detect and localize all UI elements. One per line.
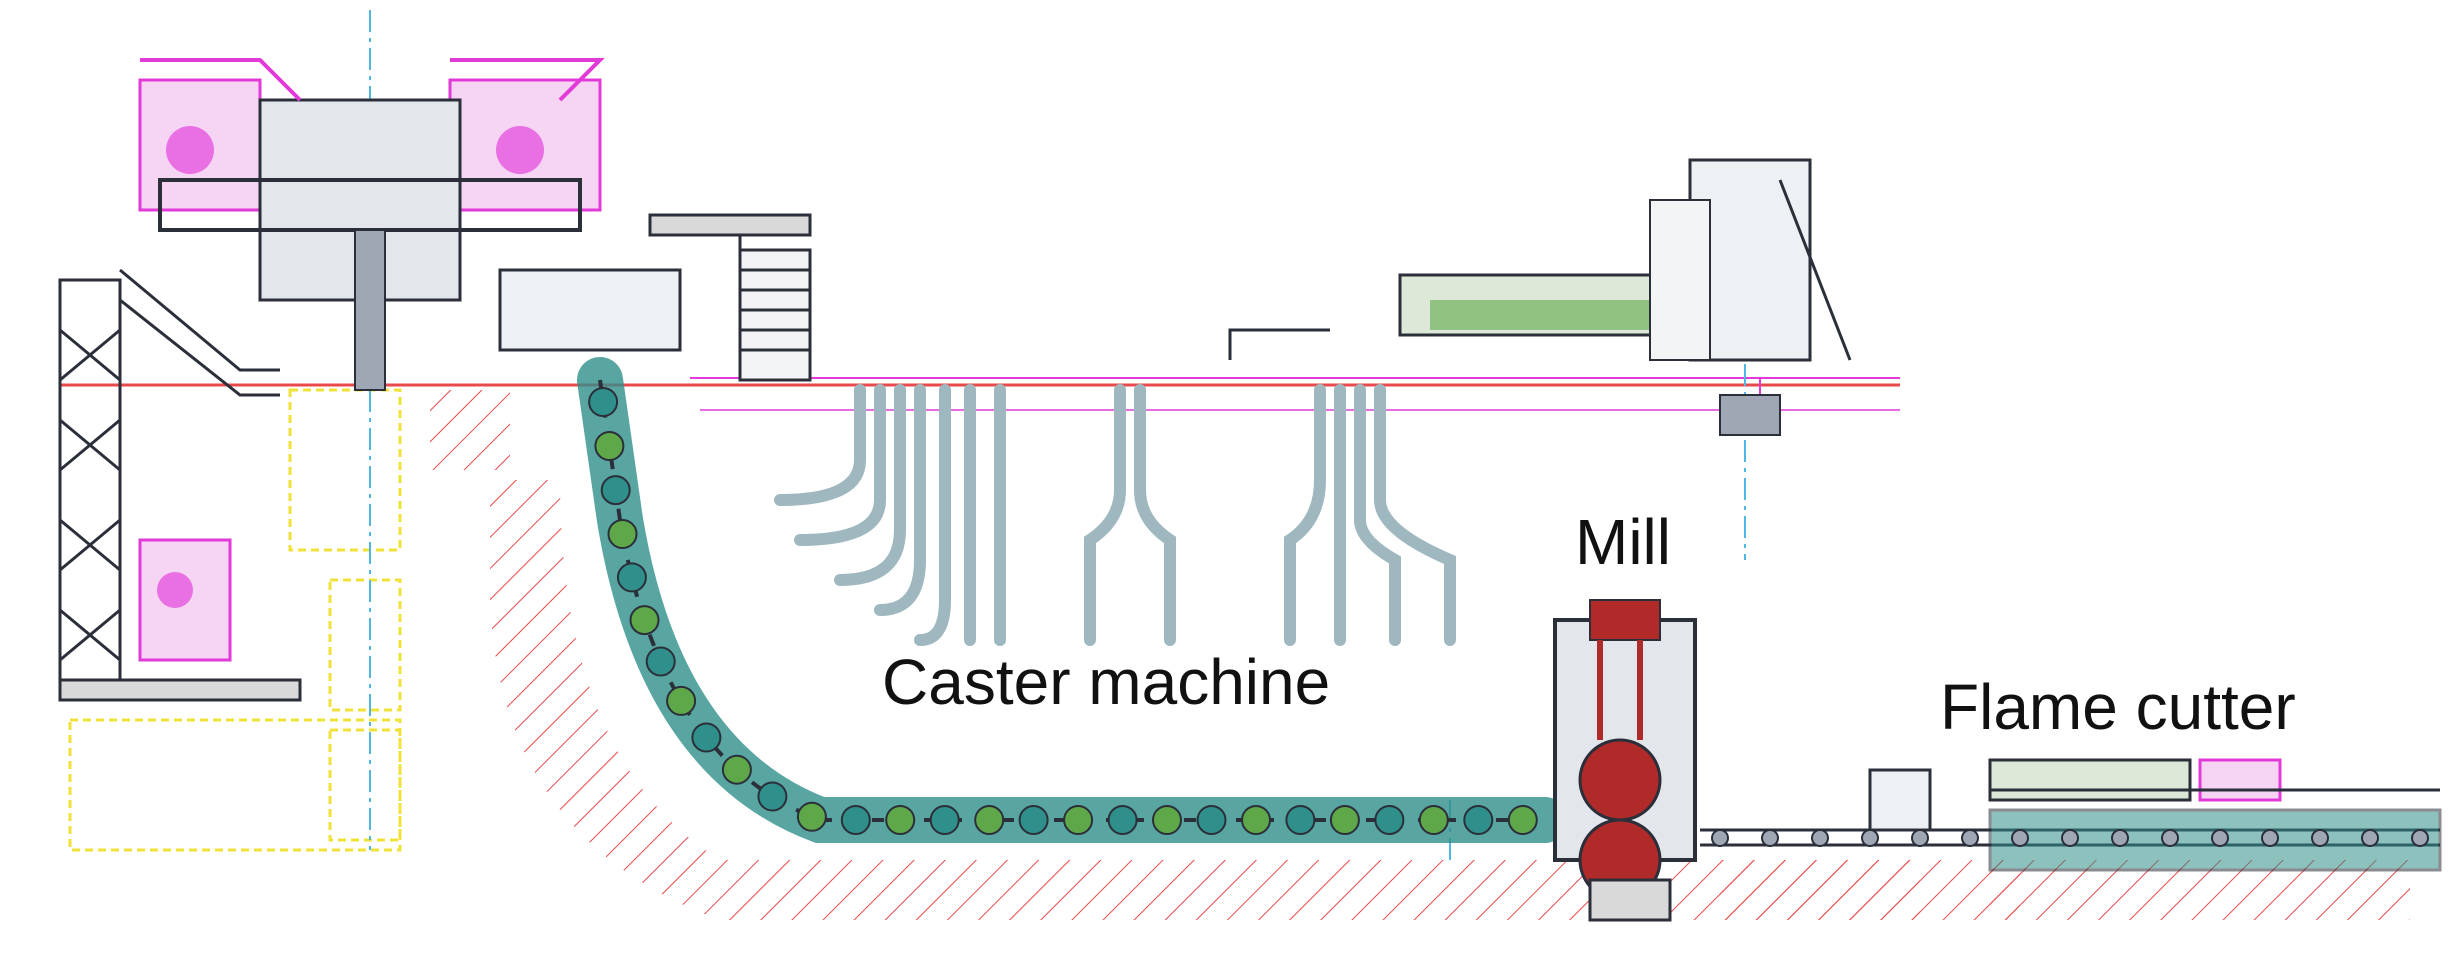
strand-roll (1329, 805, 1360, 835)
strand-roll (1285, 805, 1316, 835)
strand-roll (1196, 805, 1227, 835)
runout-roller (2061, 829, 2079, 847)
strand-roll (929, 805, 960, 835)
runout-roller (1911, 829, 1929, 847)
strand-rolls (588, 387, 1538, 835)
operating-platform (60, 377, 1900, 420)
runout-roller (1761, 829, 1779, 847)
runout-roller (1711, 829, 1729, 847)
runout-roller (1861, 829, 1879, 847)
runout-roller (2011, 829, 2029, 847)
strand-roll (1418, 805, 1449, 835)
strand-roll (616, 562, 647, 593)
caster-strand (577, 357, 1568, 843)
runout-roller (2211, 829, 2229, 847)
strand-roll (666, 685, 697, 716)
strand-roll (629, 605, 660, 636)
runout-roller (2361, 829, 2379, 847)
runout-roller (2111, 829, 2129, 847)
strand-roll (600, 475, 631, 506)
strand-roll (588, 387, 619, 417)
strand-roll (1018, 805, 1049, 835)
runout-roller (1961, 829, 1979, 847)
yellow-guide-columns (68, 388, 402, 852)
ladle-turret (138, 58, 605, 662)
strand-roll (594, 431, 625, 461)
cooling-pipes (774, 384, 1456, 646)
label-caster-machine: Caster machine (882, 646, 1331, 718)
strand-roll (645, 646, 676, 677)
strand-roll (1374, 805, 1405, 835)
strand-roll (1152, 805, 1182, 835)
strand-roll (691, 722, 722, 753)
ground-hatch (430, 390, 2410, 920)
strand-roll (840, 805, 871, 835)
strand-roll (607, 519, 638, 549)
strand-roll (974, 805, 1005, 835)
ladle-support-tower (58, 268, 302, 702)
runout-roller (2411, 829, 2429, 847)
runout-roller (2161, 829, 2179, 847)
label-mill: Mill (1575, 506, 1671, 578)
runout-roller (2261, 829, 2279, 847)
runout-roller (1811, 829, 1829, 847)
strand-roll (1063, 805, 1094, 835)
tundish-platform (498, 213, 812, 382)
strand-roll (796, 801, 827, 832)
strand-roll (1107, 805, 1138, 835)
strand-roll (1463, 805, 1494, 835)
strand-roll (1507, 805, 1538, 835)
flame-cutter-unit (1988, 758, 2440, 802)
upper-gantry (1228, 158, 1852, 436)
strand-roll (1241, 805, 1271, 835)
runout-roller (2311, 829, 2329, 847)
strand-roll (757, 781, 788, 812)
mill-stand (1553, 599, 1697, 922)
runout-rollers (1711, 829, 2429, 847)
strand-roll (885, 805, 916, 835)
strand-roll (721, 754, 752, 785)
label-flame-cutter: Flame cutter (1940, 671, 2296, 743)
